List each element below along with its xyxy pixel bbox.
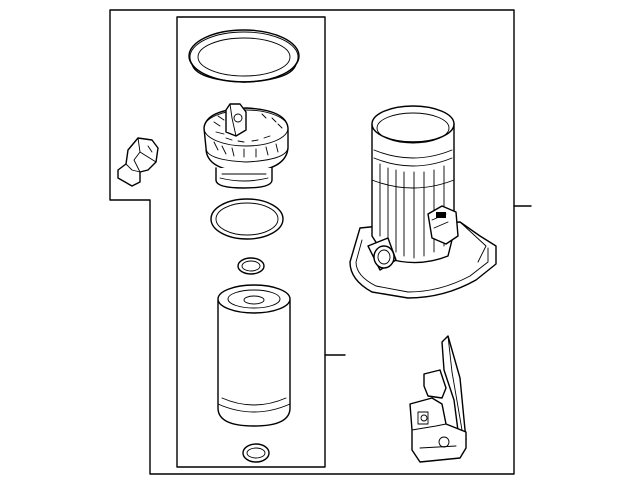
gasket-ring-icon: [188, 29, 300, 83]
assembly-outline: [109, 9, 515, 475]
filter-cartridge-icon: [217, 284, 291, 427]
bracket-clip-icon: [117, 137, 159, 187]
mounting-bracket-icon: [409, 335, 467, 463]
small-o-ring-icon: [242, 443, 270, 463]
filter-housing-icon: [349, 105, 497, 299]
small-o-ring-icon: [237, 257, 265, 275]
filter-cap-icon: [203, 103, 289, 189]
o-ring-icon: [210, 198, 284, 240]
filter-kit-box: [176, 16, 326, 468]
